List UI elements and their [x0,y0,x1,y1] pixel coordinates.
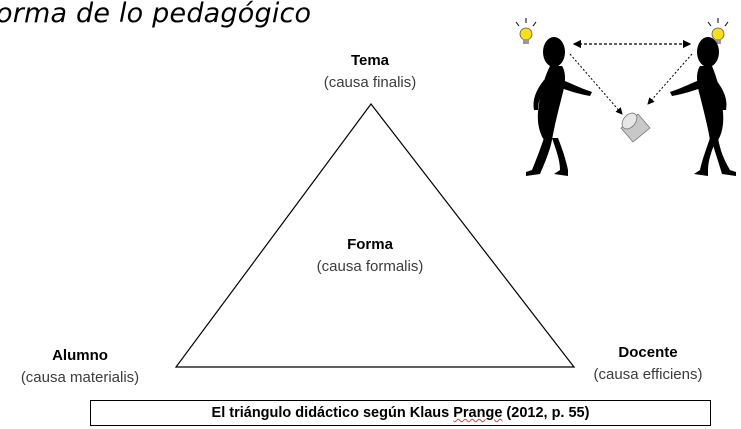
vertex-top-cause: (causa finalis) [323,74,417,91]
gaze-arrow-right-to-object [647,53,693,105]
caption-author-name: Prange [453,405,503,421]
vertex-left-label: Alumno (causa materialis) [0,347,160,386]
figure-caption: El triángulo didáctico según Klaus Prang… [90,400,711,426]
vertex-top-name: Tema [350,52,390,69]
vertex-right-name: Docente [618,344,678,361]
vertex-right-label: Docente (causa efficiens) [573,344,723,383]
thinking-figures-illustration [515,18,736,176]
caption-text-before: El triángulo didáctico según Klaus [211,405,454,421]
triangle-outline [174,103,576,368]
vertex-left-name: Alumno [52,347,108,364]
left-figure [526,37,592,176]
gaze-arrow-left-to-object [569,53,623,115]
center-label: Forma (causa formalis) [290,236,450,275]
vertex-right-cause: (causa efficiens) [593,366,703,383]
center-name: Forma [347,236,393,253]
left-bulb-icon [515,18,537,44]
vertex-top-label: Tema (causa finalis) [300,52,440,91]
slide-heading: orma de lo pedagógico [0,0,312,29]
object-cylinder-icon [620,112,651,143]
right-figure [670,37,736,176]
right-bulb-icon [707,18,729,44]
vertex-left-cause: (causa materialis) [20,369,140,386]
caption-text-after: (2012, p. 55) [502,405,590,421]
center-cause: (causa formalis) [316,258,424,275]
